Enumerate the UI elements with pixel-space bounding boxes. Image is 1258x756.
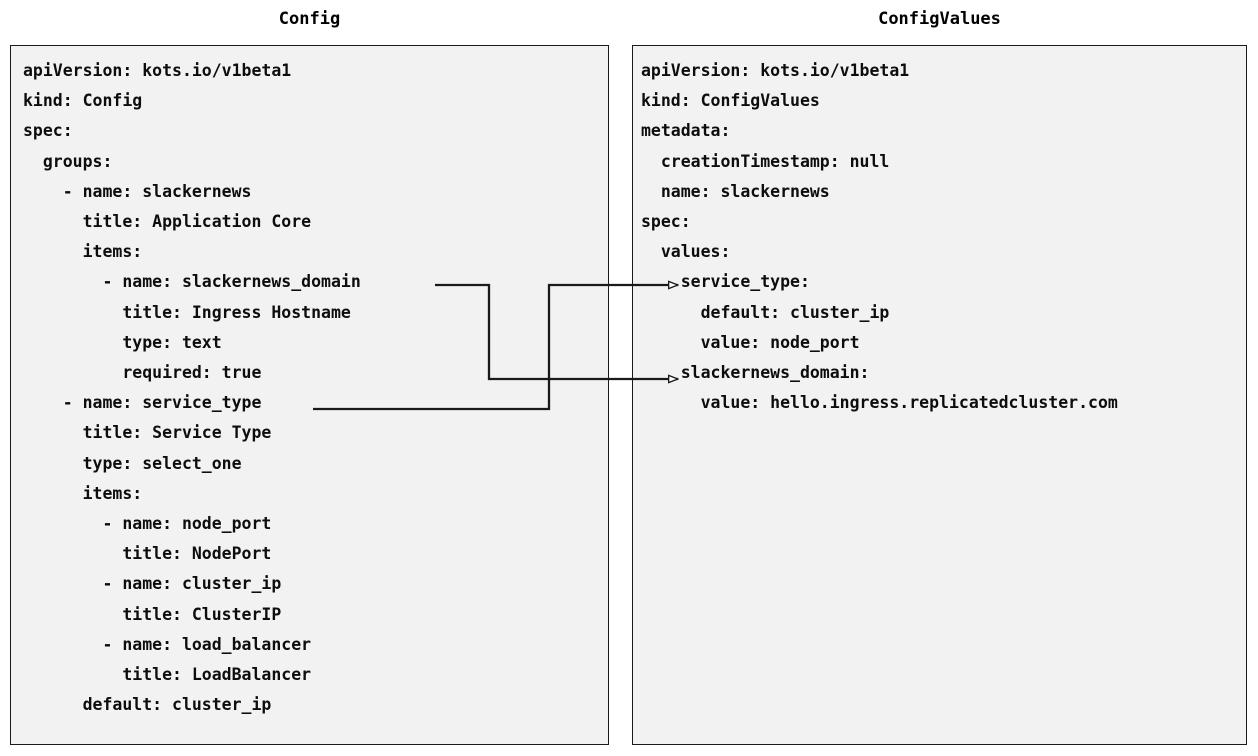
config-panel-title: Config [278, 9, 341, 29]
configvalues-panel [632, 45, 1247, 745]
configvalues-yaml-code: apiVersion: kots.io/v1beta1 kind: Config… [641, 61, 1118, 413]
configvalues-panel-title: ConfigValues [878, 9, 1001, 29]
config-yaml-code: apiVersion: kots.io/v1beta1 kind: Config… [23, 61, 361, 715]
